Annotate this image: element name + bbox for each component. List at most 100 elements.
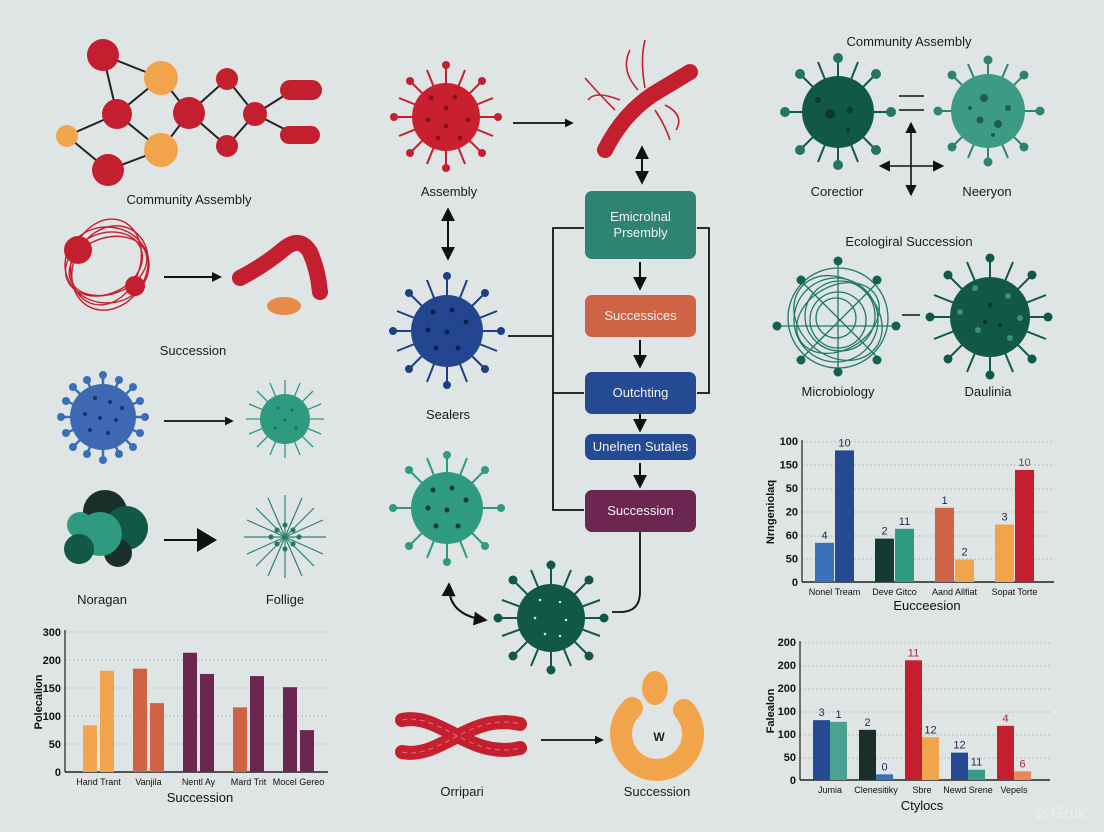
chromosome-label: Orripari [440, 784, 484, 799]
cluster-label: Noragan [77, 592, 127, 607]
bar [1014, 771, 1031, 780]
bar [859, 729, 876, 780]
network-label: Community Assembly [126, 192, 252, 207]
x-tick-label: Sopat Torte [992, 587, 1038, 597]
bar-value-label: 3 [1001, 512, 1007, 524]
urchin-label: Follige [265, 592, 305, 607]
bar [835, 450, 854, 582]
equals-sign-icon [899, 95, 924, 111]
ring-glyph: W [653, 730, 665, 744]
flowchart-box-label: Emicrolnal Prsembly [610, 209, 671, 240]
bar [100, 670, 114, 772]
svg-text:Succession: Succession [167, 790, 233, 805]
bar-value-label: 11 [971, 757, 982, 769]
bar-value-label: 1 [835, 709, 841, 721]
bar-value-label: 11 [908, 647, 919, 659]
y-tick-label: 50 [786, 483, 798, 495]
flowchart-box-successices[interactable]: Successices [585, 295, 696, 337]
bar [951, 752, 968, 780]
y-tick-label: 50 [784, 752, 796, 764]
right-top-title: Community Assembly [846, 34, 972, 49]
navy-virus-icon [389, 272, 505, 389]
bar [300, 730, 314, 772]
right-top-right-label: Neeryon [962, 184, 1012, 199]
y-tick-label: 20 [786, 507, 798, 519]
bar [813, 720, 830, 780]
right-middle-right-label: Daulinia [964, 384, 1012, 399]
bar [876, 774, 893, 780]
x-tick-label: Mocel Gereo [273, 777, 325, 787]
flowchart-box-unelnen-sutales[interactable]: Unelnen Sutales [585, 434, 696, 460]
y-tick-label: 100 [780, 436, 798, 448]
green-virus-icon [389, 451, 505, 566]
bar [133, 668, 147, 772]
y-tick-label: 0 [792, 577, 798, 589]
bar-value-label: 2 [961, 547, 967, 559]
bar-value-label: 0 [881, 761, 887, 773]
x-tick-label: Nonel Tream [809, 587, 861, 597]
bar-value-label: 2 [881, 526, 887, 538]
flowchart-box-succession[interactable]: Succession [585, 490, 696, 532]
x-tick-label: Jumia [818, 785, 842, 795]
blue-virus-icon [57, 371, 149, 464]
y-tick-label: 50 [49, 739, 61, 751]
bar [250, 676, 264, 772]
twisted-chromosome-icon [395, 712, 527, 760]
bar-value-label: 1 [941, 495, 947, 507]
bar [968, 769, 985, 780]
bar-value-label: 4 [821, 530, 827, 542]
flowchart-box-label: Unelnen Sutales [592, 439, 689, 454]
y-tick-label: 0 [790, 775, 796, 787]
x-tick-label: Hand Trant [76, 777, 121, 787]
bar [955, 559, 974, 582]
bar [283, 687, 297, 772]
bar [150, 703, 164, 772]
bar [895, 528, 914, 582]
svg-text:Polecalion: Polecalion [33, 674, 45, 729]
y-tick-label: 200 [778, 660, 796, 672]
x-tick-label: Newd Srene [943, 785, 993, 795]
y-tick-label: 200 [43, 655, 61, 667]
teal-virus-icon [246, 380, 324, 458]
bar [997, 725, 1014, 780]
y-tick-label: 300 [43, 627, 61, 639]
bar [922, 737, 939, 780]
flowchart-connectors [508, 227, 710, 613]
dark-green-virus-right-icon [925, 253, 1053, 380]
bar-value-label: 12 [953, 740, 965, 752]
dark-teal-virus-icon [780, 53, 896, 170]
grok-watermark: ⊘ Grok [1035, 804, 1086, 824]
bar [183, 652, 197, 772]
x-tick-label: Vepels [1000, 785, 1028, 795]
sealers-label: Sealers [425, 407, 471, 422]
flowchart-box-outchting[interactable]: Outchting [585, 372, 696, 414]
flowchart-box-microbial-assembly[interactable]: Emicrolnal Prsembly [585, 191, 696, 259]
y-tick-label: 100 [43, 711, 61, 723]
community-network-icon [56, 39, 322, 186]
ring-label: Succession [623, 784, 691, 799]
spiral-coil-icon [772, 256, 901, 377]
right-top-left-label: Corectior [810, 184, 864, 199]
teal-virus-right-icon [933, 55, 1045, 167]
bar-value-label: 10 [1018, 457, 1030, 469]
tangled-strand-icon [64, 218, 150, 311]
bar [905, 660, 922, 780]
x-tick-label: Aand Allfiat [932, 587, 978, 597]
branched-bacterium-icon [584, 39, 698, 158]
bar [995, 524, 1014, 582]
cell-cluster-icon [64, 490, 148, 567]
bar-value-label: 2 [864, 717, 870, 729]
y-tick-label: 100 [778, 729, 796, 741]
orange-ring-icon [610, 671, 705, 781]
bar-value-label: 10 [838, 437, 850, 449]
y-tick-label: 200 [778, 637, 796, 649]
y-tick-label: 60 [786, 530, 798, 542]
bar-value-label: 3 [818, 707, 824, 719]
bar-value-label: 12 [924, 724, 936, 736]
y-tick-label: 150 [43, 683, 61, 695]
bar-value-label: 6 [1019, 758, 1025, 770]
